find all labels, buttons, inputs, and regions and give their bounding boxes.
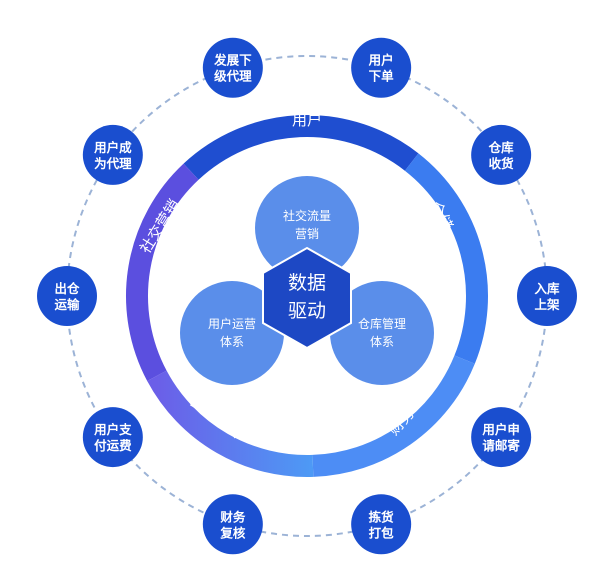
outer-nodes: 用户下单仓库收货入库上架用户申请邮寄拣货打包财务复核用户支付运费出仓运输用户成为… [37,37,577,555]
outer-node-circle [202,37,263,98]
ring-segment-right-lower [312,355,475,477]
ring-segment-top [183,115,419,180]
outer-node-circle [351,37,412,98]
svg-text:体系: 体系 [370,335,394,349]
outer-node-label: 仓库 [488,140,515,155]
outer-node-label: 用户支 [93,422,132,437]
ring-segment-left-upper [126,163,199,381]
outer-node-circle [471,407,532,468]
ring-label-top: 用户 [292,111,322,129]
petal-user-operation: 用户运营 体系 [180,281,284,385]
ring-segment-left-lower [147,370,314,477]
outer-node-label: 用户申 [481,422,520,437]
ring-segment-right-upper [404,153,488,364]
outer-node-circle [82,407,143,468]
outer-node-label: 付运费 [94,438,132,453]
svg-text:用户运营: 用户运营 [208,316,256,331]
core-hexagon: 数据 驱动 [262,246,352,350]
svg-text:仓库管理: 仓库管理 [358,316,406,331]
outer-node-circle [202,494,263,555]
inner-ring [126,115,488,477]
outer-node-label: 上架 [534,297,560,312]
outer-node-label: 收货 [489,156,515,171]
outer-node-label: 用户 [368,53,394,68]
outer-node-label: 下单 [369,69,395,84]
svg-text:数据: 数据 [288,272,326,294]
svg-text:社交流量: 社交流量 [283,208,331,223]
outer-node-circle [351,494,412,555]
outer-node-label: 级代理 [214,69,252,84]
outer-node-circle [82,124,143,185]
outer-node-label: 用户成 [93,140,132,155]
outer-node-circle [517,266,577,326]
petal-social-traffic: 社交流量 营销 [255,176,359,280]
outer-node-label: 复核 [219,525,246,540]
outer-node-label: 请邮寄 [482,438,520,453]
outer-node-label: 拣货 [369,509,395,524]
outer-node-circle [471,124,532,185]
svg-text:驱动: 驱动 [288,300,326,322]
outer-node-label: 打包 [369,525,395,540]
outer-node-label: 发展下 [213,53,252,68]
outer-node-label: 入库 [534,281,560,296]
outer-node-label: 财务 [219,509,246,524]
svg-text:营销: 营销 [295,227,319,241]
petal-warehouse-management: 仓库管理 体系 [330,281,434,385]
outer-node-label: 运输 [54,297,80,312]
outer-node-label: 出仓 [54,281,80,296]
svg-text:体系: 体系 [220,335,244,349]
outer-node-circle [37,266,97,326]
outer-node-label: 为代理 [94,156,132,171]
